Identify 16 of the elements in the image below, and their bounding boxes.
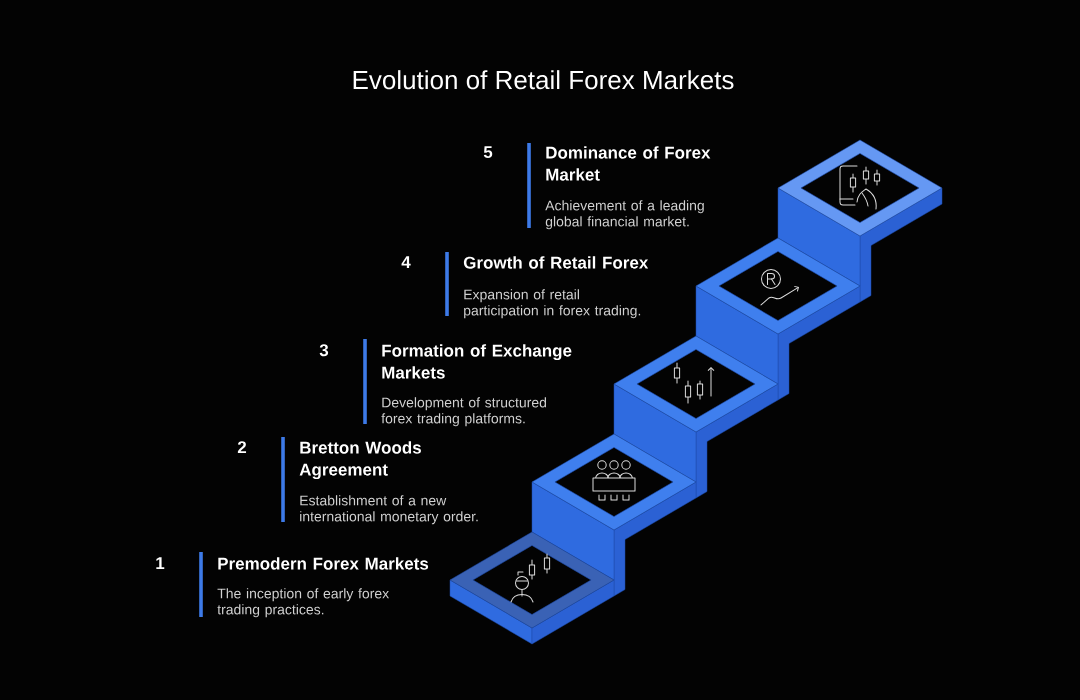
step-number: 2	[237, 441, 247, 454]
step-description: Achievement of a leading global financial market.	[545, 200, 704, 230]
step-heading: Premodern Forex Markets	[218, 557, 429, 570]
step-heading: Growth of Retail Forex	[463, 256, 649, 269]
title: Evolution of Retail Forex Markets	[353, 70, 734, 90]
step-description: Establishment of a new international monetary order.	[300, 495, 478, 525]
step-description: Development of structured forex trading platforms.	[381, 397, 546, 427]
step-number: 4	[401, 256, 411, 268]
step-heading: Bretton Woods Agreement	[299, 441, 421, 480]
step-heading: Formation of Exchange Markets	[382, 344, 572, 379]
step-number: 5	[483, 146, 493, 159]
step-description: The inception of early forex trading practices.	[217, 588, 389, 618]
step-number: 3	[319, 344, 329, 357]
step-description: Expansion of retail participation in forex trading.	[464, 289, 641, 319]
step-number: 1	[156, 557, 165, 569]
step-heading: Dominance of Forex Market	[546, 146, 711, 181]
